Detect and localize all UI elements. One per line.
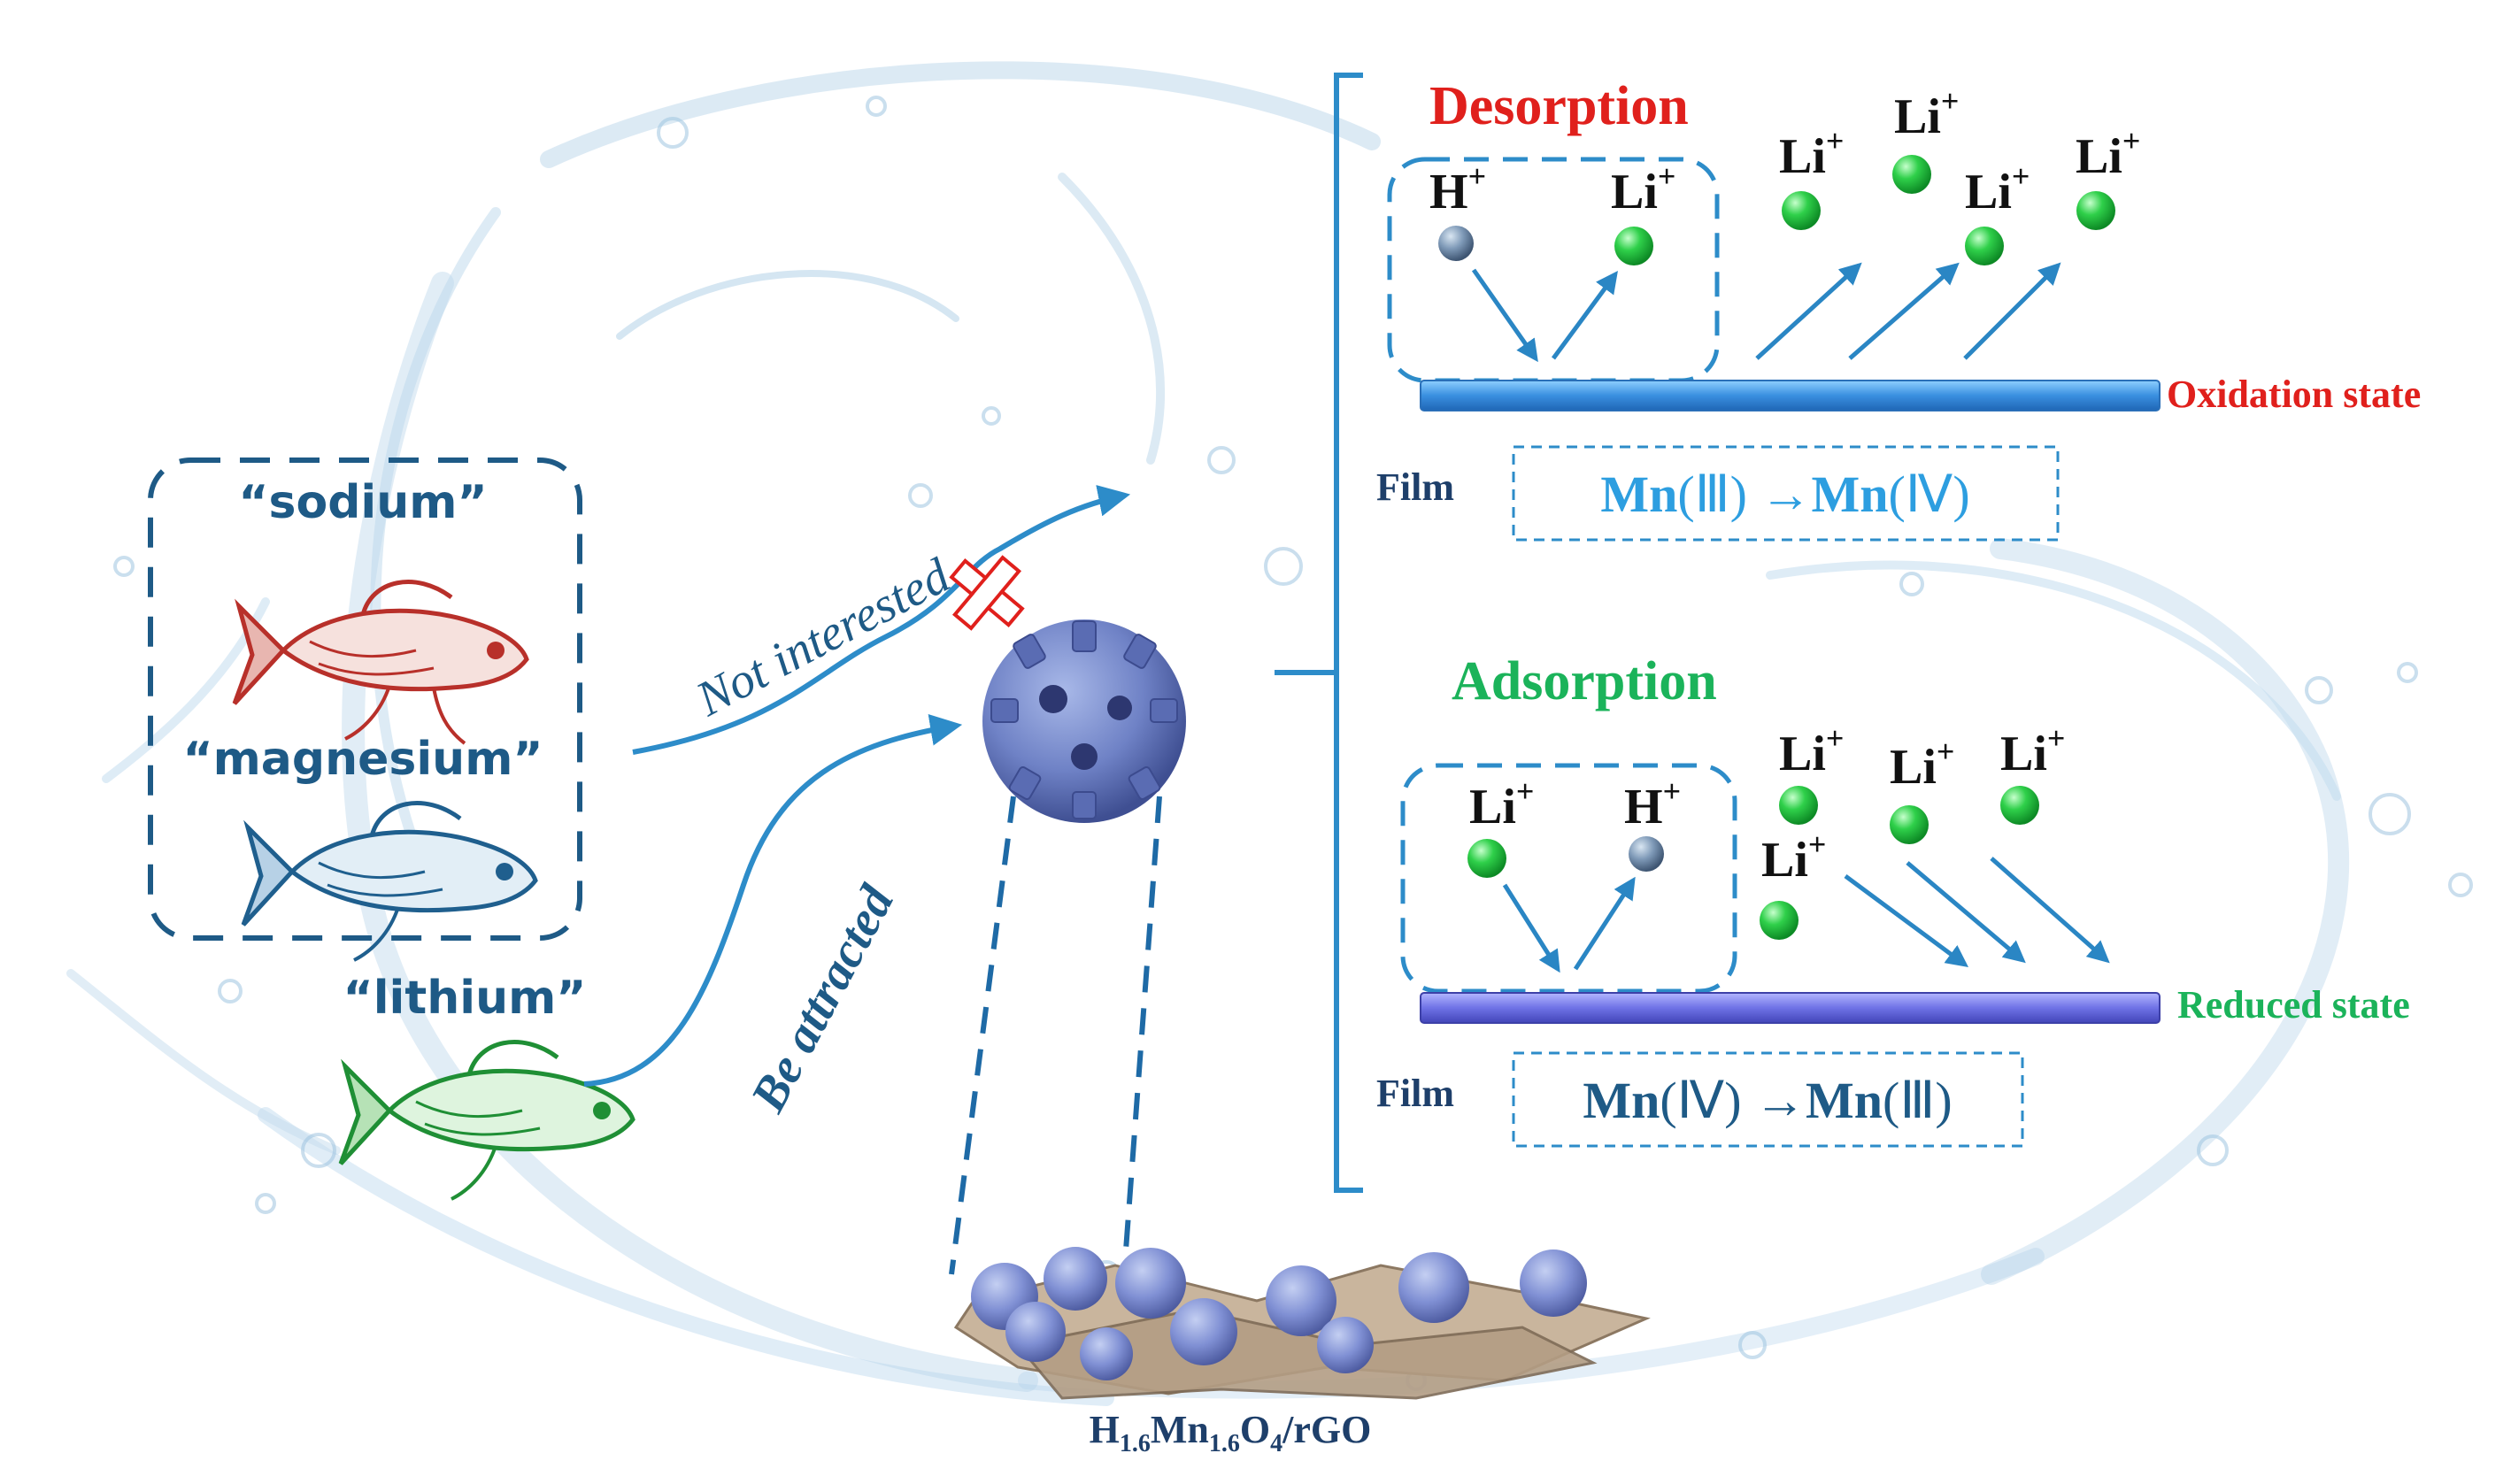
material-label: H1.6Mn1.6O4/rGO (1090, 1408, 1372, 1457)
adsorption-li-ion-4 (2000, 786, 2039, 825)
sodium-label: “sodium” (238, 476, 487, 529)
blue-fish-icon (241, 801, 538, 962)
oxidation-film-bar (1420, 380, 2161, 411)
desorption-reaction: Mn(Ⅲ) →Mn(Ⅳ) (1600, 465, 1969, 523)
desorption-li-ion-2 (1782, 191, 1821, 230)
desorption-li-ion-label-5: Li+ (2076, 123, 2140, 184)
desorption-li-ion-label-2: Li+ (1779, 123, 1844, 184)
adsorption-li-ion-1 (1467, 839, 1506, 878)
zoom-line-left (949, 796, 1016, 1275)
desorption-h-ion (1438, 226, 1474, 261)
be-attracted-label: Be attracted (740, 876, 905, 1121)
adsorption-exchange-box (1400, 763, 1737, 994)
adsorption-title: Adsorption (1452, 651, 1717, 711)
adsorption-h-ion (1629, 836, 1664, 872)
ion-group-box (148, 458, 582, 941)
graphene-composite-icon (953, 1247, 1651, 1400)
adsorption-film-label: Film (1376, 1072, 1454, 1115)
green-fish-icon (338, 1040, 635, 1201)
desorption-film-label: Film (1376, 465, 1454, 509)
desorption-h-ion-label: H+ (1429, 158, 1486, 219)
reduced-state-label: Reduced state (2177, 983, 2410, 1026)
adsorption-li-ion-label-3: Li+ (1890, 734, 1954, 795)
blocked-cross-icon (949, 555, 1025, 631)
lithium-label: “lithium” (343, 972, 587, 1025)
red-fish-icon (232, 580, 529, 745)
desorption-reaction-box (1512, 445, 2060, 542)
adsorption-li-ion-label-2: Li+ (1779, 720, 1844, 781)
adsorption-li-ion-label-4: Li+ (2000, 720, 2065, 781)
adsorption-li-ion-5 (1760, 901, 1799, 940)
desorption-li-ion-label-4: Li+ (1965, 158, 2030, 219)
adsorption-panel: Adsorption Li+ H+ Li+ Li+ Li+ Li+ Reduce… (1376, 651, 2410, 1148)
desorption-li-ion-label-1: Li+ (1611, 158, 1675, 219)
desorption-li-ion-1 (1614, 227, 1653, 265)
adsorption-li-ion-3 (1890, 805, 1929, 844)
desorption-title: Desorption (1429, 76, 1689, 136)
adsorption-li-ion-label-1: Li+ (1469, 773, 1534, 834)
desorption-li-ion-5 (2076, 191, 2115, 230)
adsorption-li-ion-2 (1779, 786, 1818, 825)
desorption-panel: Desorption H+ Li+ Li+ Li+ Li+ Li+ Oxidat… (1376, 76, 2421, 542)
be-attracted-arrow (583, 713, 963, 1087)
magnesium-label: “magnesium” (182, 733, 543, 786)
reduced-film-bar (1420, 992, 2161, 1024)
not-interested-arrow (632, 485, 1131, 755)
oxidation-state-label: Oxidation state (2167, 373, 2421, 416)
desorption-li-ion-3 (1892, 155, 1931, 194)
not-interested-label: Not interested (687, 548, 959, 727)
adsorption-h-ion-label: H+ (1624, 773, 1681, 834)
adsorption-li-ion-label-5: Li+ (1761, 827, 1826, 888)
adsorption-reaction: Mn(Ⅳ) →Mn(Ⅲ) (1583, 1072, 1952, 1129)
zoom-line-right (1121, 796, 1162, 1275)
desorption-li-ion-label-3: Li+ (1894, 83, 1959, 144)
adsorbent-sphere (982, 619, 1186, 823)
desorption-li-ion-4 (1965, 227, 2004, 265)
process-bracket (1275, 73, 1363, 1193)
adsorption-reaction-box (1512, 1051, 2024, 1148)
